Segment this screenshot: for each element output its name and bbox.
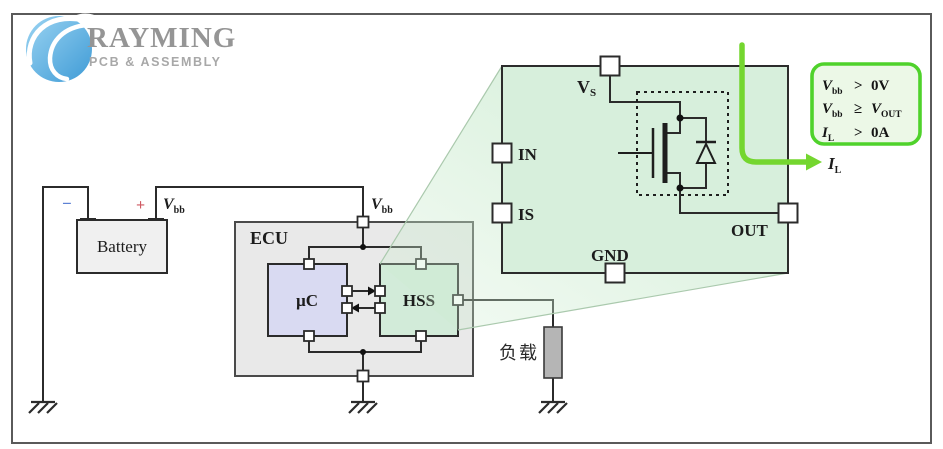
chip-pin-in (491, 142, 513, 164)
ecu-ground-pin (356, 369, 370, 383)
operating-conditions-box: Vbb>0V Vbb≥VOUT IL>0A (810, 62, 922, 146)
image-frame (11, 13, 932, 444)
battery-negative-wire (42, 186, 89, 401)
mosfet-dashed-box (636, 91, 729, 196)
junction-dot-top (360, 244, 366, 250)
current-flow-path (739, 42, 811, 165)
vbb-label-ecu: Vbb (371, 196, 393, 216)
current-arrowhead-icon (806, 153, 822, 171)
minus-terminal-sign: − (62, 194, 72, 213)
zoom-cone (379, 65, 789, 331)
vs-pin-label: VS (577, 77, 596, 99)
battery-label: Battery (97, 237, 148, 256)
logo-globe-icon (26, 16, 92, 82)
conditions-border (810, 62, 922, 146)
chip-body (501, 65, 789, 274)
mcu-top-pin (303, 258, 315, 270)
hss-bottom-pin (415, 330, 427, 342)
junction-dot-bottom (360, 349, 366, 355)
rayming-logo: RAYMING PCB & ASSEMBLY (26, 13, 236, 82)
load-current-arrow: IL (739, 42, 842, 176)
condition-line-3: IL>0A (821, 125, 890, 144)
body-diode-symbol (680, 117, 717, 189)
in-pin-label: IN (518, 145, 538, 164)
vbb-label-battery: Vbb (163, 196, 185, 216)
condition-line-1: Vbb>0V (822, 78, 890, 97)
out-internal-wire (667, 172, 779, 214)
is-pin-label: IS (518, 205, 534, 224)
chip-pin-is (491, 202, 513, 224)
mcu-to-hss-arrow (352, 286, 376, 296)
battery-box (76, 219, 168, 274)
chip-pin-vs (599, 55, 621, 77)
mcu-right-pin-1 (341, 285, 353, 297)
hss-to-mcu-arrow (351, 303, 375, 313)
battery-positive-wire (155, 186, 364, 220)
mcu-bottom-pin (303, 330, 315, 342)
chip-pin-gnd (604, 262, 626, 284)
load-section: 负载 (463, 299, 569, 415)
logo-swoosh-icon (26, 13, 103, 82)
il-current-label: IL (827, 154, 842, 176)
brand-tagline: PCB & ASSEMBLY (89, 55, 222, 69)
ecu-label: ECU (250, 228, 288, 248)
vs-internal-wire (609, 75, 681, 134)
ground-symbol-ecu (347, 400, 379, 415)
source-junction-dot (676, 184, 684, 192)
out-pin-label: OUT (731, 221, 769, 240)
ground-symbol-load (537, 400, 569, 415)
mosfet-symbol (618, 123, 668, 183)
load-resistor (543, 326, 563, 379)
drain-junction-dot (676, 114, 684, 122)
ground-symbol-battery (27, 400, 59, 415)
hss-left-pin-1 (374, 285, 386, 297)
mcu-right-pin-2 (341, 302, 353, 314)
brand-name: RAYMING (87, 22, 236, 54)
hss-left-pin-2 (374, 302, 386, 314)
hss-chip-detail: VS IN IS GND OUT (491, 55, 799, 284)
ecu-supply-pin (356, 215, 370, 229)
condition-line-2: Vbb≥VOUT (822, 101, 902, 120)
plus-terminal-sign: + (136, 197, 145, 214)
battery-section: Battery − + Vbb Vbb (27, 186, 393, 415)
mcu-label: µC (296, 291, 318, 310)
load-label: 负载 (499, 343, 539, 364)
gnd-pin-label: GND (591, 246, 629, 265)
chip-pin-out (777, 202, 799, 224)
